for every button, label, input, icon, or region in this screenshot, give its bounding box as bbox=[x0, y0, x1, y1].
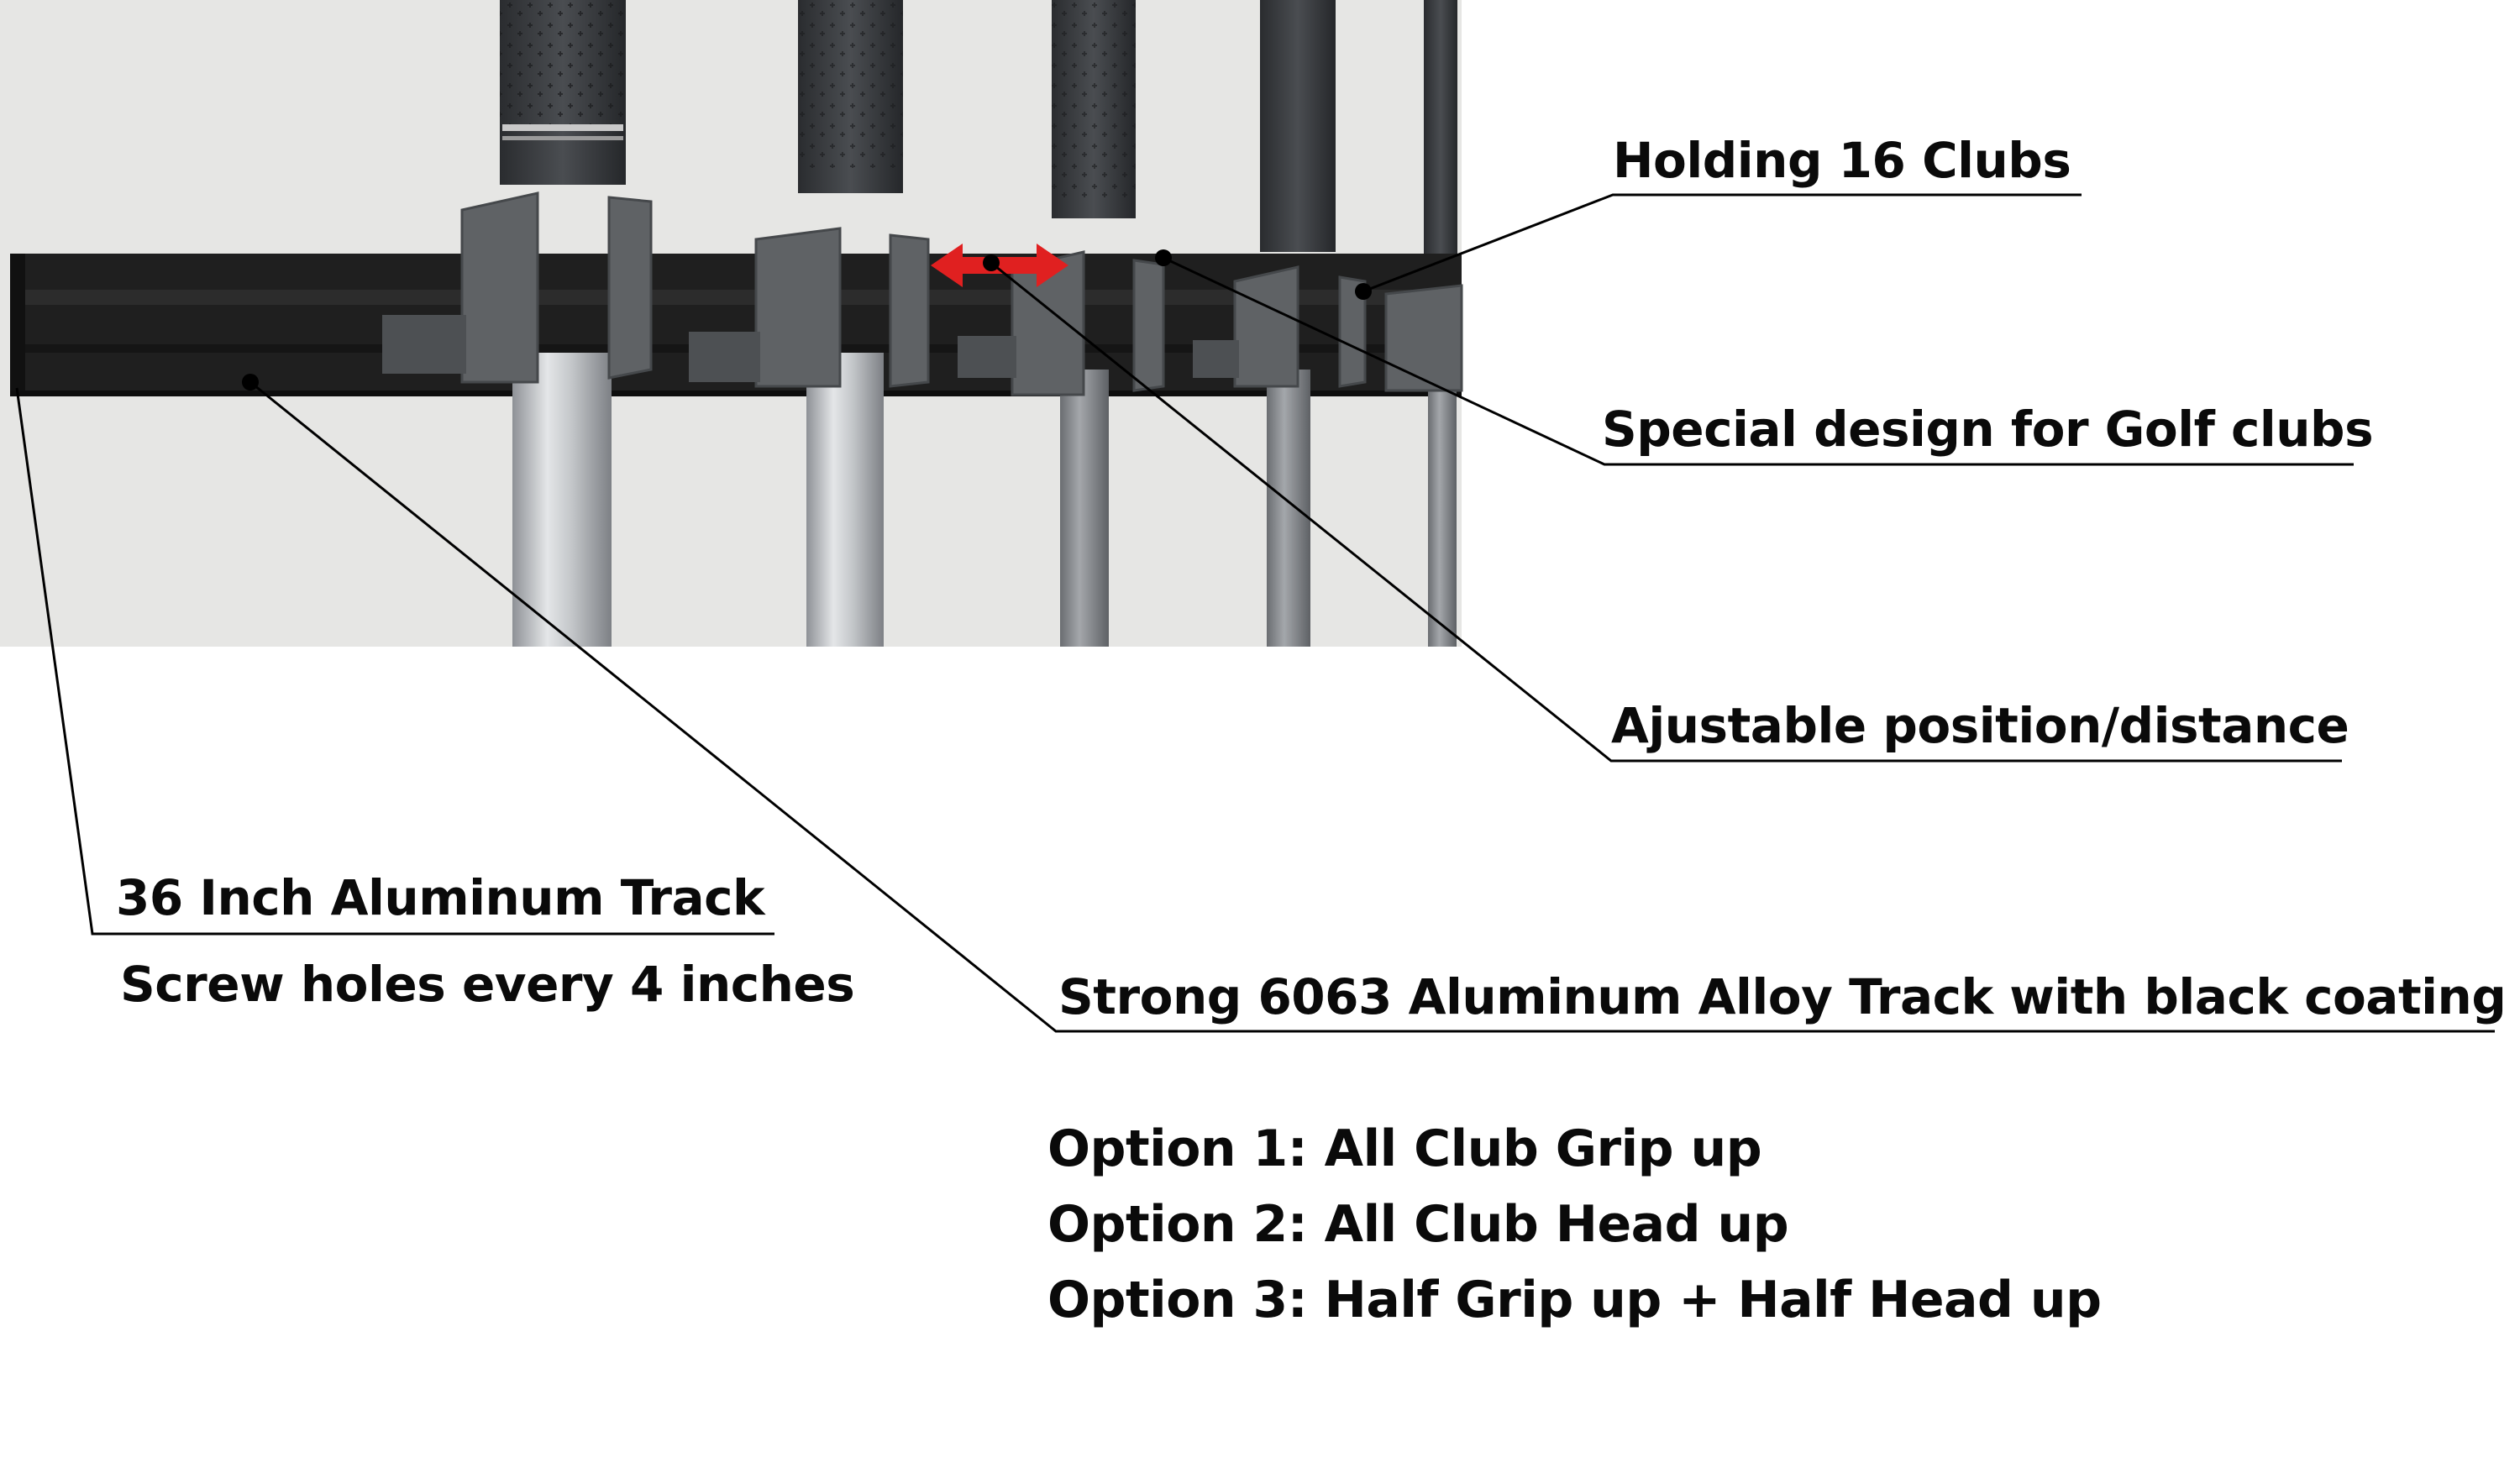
label-adjustable-position: Ajustable position/distance bbox=[1611, 697, 2349, 754]
leader-lines bbox=[15, 193, 2495, 1033]
double-headed-arrow-icon bbox=[931, 244, 1068, 287]
anchor-dots bbox=[242, 249, 1372, 391]
option-3: Option 3: Half Grip up + Half Head up bbox=[1047, 1271, 2102, 1329]
club-shafts bbox=[512, 353, 1457, 647]
option-1: Option 1: All Club Grip up bbox=[1047, 1119, 1762, 1178]
label-alloy-track: Strong 6063 Aluminum Alloy Track with bl… bbox=[1058, 968, 2507, 1025]
club-holders bbox=[460, 191, 1463, 396]
label-track-length: 36 Inch Aluminum Track bbox=[116, 869, 765, 926]
label-screw-holes: Screw holes every 4 inches bbox=[120, 956, 855, 1013]
option-2: Option 2: All Club Head up bbox=[1047, 1195, 1789, 1254]
holder-base-blocks bbox=[382, 315, 1239, 382]
label-special-design: Special design for Golf clubs bbox=[1602, 401, 2374, 458]
club-grips bbox=[500, 0, 1457, 286]
label-holding-clubs: Holding 16 Clubs bbox=[1613, 132, 2071, 189]
